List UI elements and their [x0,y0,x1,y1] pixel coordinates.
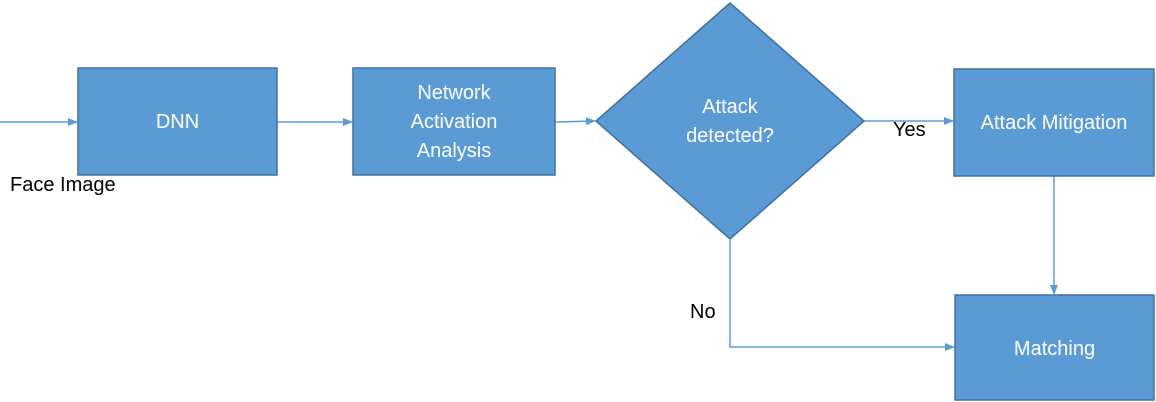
attack-mitigation-node: Attack Mitigation [953,68,1155,177]
network-activation-analysis-box [352,67,556,176]
network-activation-line-1: Network [417,82,491,104]
yes-label: Yes [893,119,926,141]
attack-mitigation-label: Attack Mitigation [981,112,1128,134]
analysis-to-decision-arrow [554,117,596,126]
matching-box [954,294,1155,401]
no-label: No [690,301,716,323]
attack-detected-diamond [594,2,866,240]
face-image-label: Face Image [10,174,116,196]
dnn-label: DNN [156,111,199,133]
dnn-node: DNN [77,67,278,176]
matching-label: Matching [1014,338,1095,360]
attack-detected-node: Attack detected? [594,2,866,240]
dnn-box [77,67,278,176]
network-activation-line-2: Activation [411,111,498,133]
matching-node: Matching [954,294,1155,401]
attack-detected-line-1: Attack [702,96,759,118]
no-arrow [729,240,955,351]
attack-mitigation-box [953,68,1155,177]
attack-detected-line-2: detected? [686,125,774,147]
network-activation-analysis-node: Network Activation Analysis [352,67,556,176]
network-activation-line-3: Analysis [417,140,491,162]
